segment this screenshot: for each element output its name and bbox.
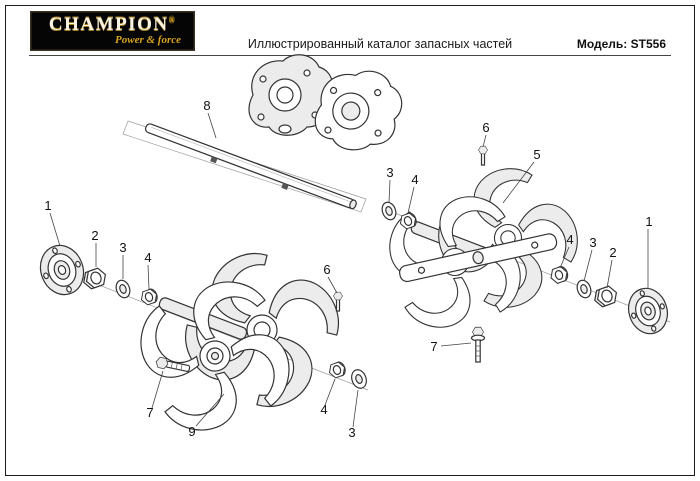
callout-2-left: 2 (91, 228, 98, 243)
brand-text: CHAMPION (48, 14, 169, 36)
auger-left (131, 237, 355, 440)
callout-3-right: 3 (589, 235, 596, 250)
washer-bottom (351, 369, 367, 389)
flange-right (627, 287, 669, 335)
callout-8-shaft: 8 (203, 98, 210, 113)
washer-mid (381, 201, 397, 221)
leader-line (482, 134, 487, 148)
construction-box (122, 120, 367, 213)
leader-line (407, 186, 415, 214)
auger-left-front-disc (131, 272, 299, 440)
nut-left (80, 265, 109, 292)
flange-left (39, 244, 85, 296)
brand-tagline: Power & force (115, 34, 181, 47)
callout-7-left: 7 (146, 405, 153, 420)
leader-line (324, 378, 336, 406)
page-title: Иллюстрированный каталог запасных частей (247, 37, 513, 51)
header-divider (29, 55, 671, 56)
model-label: Модель: ST556 (576, 37, 666, 51)
screw-left (333, 291, 343, 312)
gearbox-housing-right (314, 70, 403, 151)
leader-line (195, 393, 225, 427)
washer-left (115, 279, 131, 299)
callout-4-left: 4 (144, 250, 151, 265)
flange-nut-mid (397, 211, 419, 231)
callout-6-right: 6 (482, 120, 489, 135)
shaft (144, 123, 357, 210)
callout-4-mid: 4 (411, 172, 418, 187)
leader-line (502, 161, 535, 204)
leader-line (151, 370, 164, 409)
flange-nut-bottom (326, 360, 348, 380)
leader-line (49, 212, 61, 247)
callout-5-auger: 5 (533, 147, 540, 162)
callout-4-bottom: 4 (320, 402, 327, 417)
leader-line (583, 249, 593, 282)
screw-right (478, 145, 488, 166)
leader-line (388, 179, 391, 204)
callout-1-right: 1 (645, 214, 652, 229)
champion-logo: CHAMPION® Power & force (30, 11, 195, 51)
leader-line (207, 112, 217, 139)
callout-1-left: 1 (44, 198, 51, 213)
callout-3-bottom: 3 (348, 425, 355, 440)
callout-3-mid: 3 (386, 165, 393, 180)
auger-right (384, 153, 593, 333)
registered-mark: ® (168, 16, 177, 26)
shaft-key-pin-2 (281, 183, 289, 190)
nut-right (591, 283, 620, 310)
leader-line (327, 276, 338, 294)
shaft-key-pin-1 (210, 156, 218, 164)
flange-nut-left (138, 287, 160, 307)
brand-name: CHAMPION® (49, 15, 176, 34)
leader-line (352, 389, 359, 428)
callout-9-auger: 9 (188, 424, 195, 439)
leader-line (559, 246, 570, 269)
callout-7-right: 7 (430, 339, 437, 354)
bolt-left (154, 356, 191, 372)
flange-nut-right (547, 264, 571, 286)
leader-line (606, 259, 613, 289)
leader-line (440, 342, 472, 347)
bolt-right (470, 326, 486, 363)
leader-line (147, 264, 150, 290)
callout-4-right: 4 (566, 232, 573, 247)
callout-3-left: 3 (119, 240, 126, 255)
callout-2-right: 2 (609, 245, 616, 260)
callout-6-left: 6 (323, 262, 330, 277)
washer-right (576, 279, 592, 299)
auger-blade-bar (399, 233, 558, 283)
